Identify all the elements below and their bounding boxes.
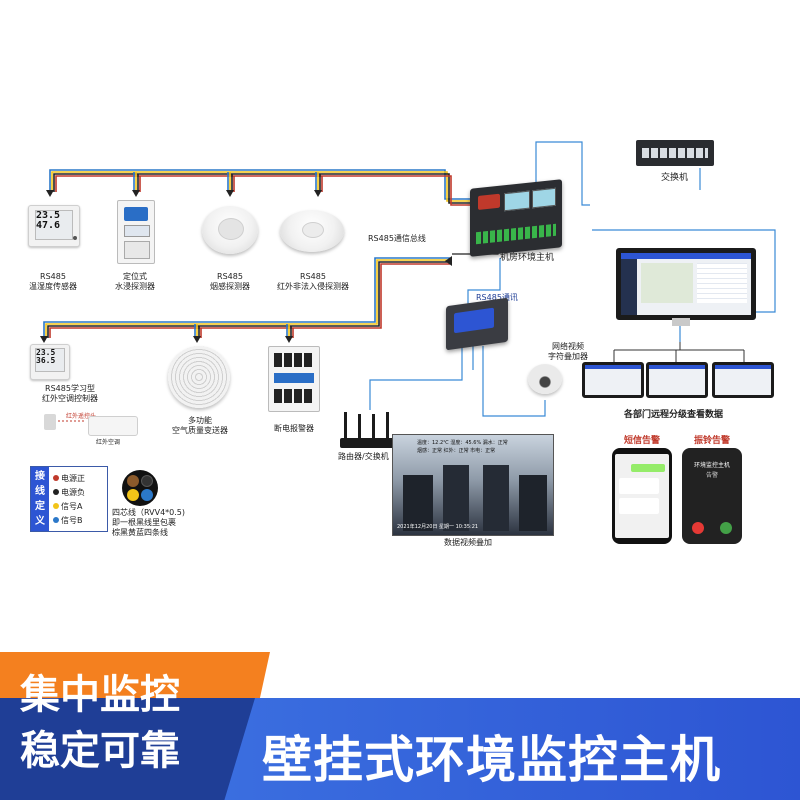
wiring-legend-title: 接 线 定 义 [31, 467, 49, 531]
call-title: 环境监控主机 [693, 462, 730, 469]
air-quality-transmitter-label: 多功能 空气质量变送器 [172, 416, 228, 435]
rs485-bus-top [49, 169, 470, 206]
temp-humidity-sensor: 23.5 47.6 [28, 205, 80, 247]
ptz-camera [528, 364, 562, 394]
ac-ir-controller: 23.5 36.5 [30, 344, 70, 380]
video-timestamp: 2021年12月20日 星期一 10:35:21 [397, 524, 479, 530]
monitor-stand [672, 318, 690, 326]
network-switch-label: 交换机 [661, 173, 689, 183]
accept-icon [720, 522, 732, 534]
banner-title: 壁挂式环境监控主机 [262, 731, 721, 789]
wiring-item-signal-b: 信号B [53, 514, 85, 528]
wiring-item-power-positive: 电源正 [53, 472, 85, 486]
controller-display: 23.5 36.5 [35, 348, 65, 372]
rs485-converter [446, 297, 508, 351]
infrared-intrusion-detector [280, 210, 344, 252]
banner-dark-blue [0, 698, 255, 800]
power-failure-alarm [268, 346, 320, 412]
smoke-detector [202, 206, 258, 254]
remote-monitor-2 [646, 362, 708, 398]
ac-ir-controller-label: RS485学习型 红外空调控制器 [42, 384, 98, 403]
sensor-reading-temp: 23.5 [36, 210, 61, 221]
decline-icon [692, 522, 704, 534]
router [340, 412, 394, 448]
remote-view-label: 各部门远程分级查看数据 [624, 410, 724, 420]
network-switch [636, 140, 714, 166]
air-conditioner [88, 416, 138, 436]
rs485-bus-bottom [43, 257, 450, 338]
water-leak-detector-label: 定位式 水浸探测器 [115, 272, 155, 291]
cable-description: 四芯线（RVV4*0.5) 即一根黑线里包裹 棕黑黄蓝四条线 [112, 508, 185, 537]
video-overlay-label-bottom: 数据视频叠加 [444, 538, 492, 547]
call-phone: 环境监控主机 告警 [682, 448, 742, 544]
wiring-item-signal-a: 信号A [53, 500, 85, 514]
banner-left-line1: 集中监控 [20, 672, 180, 718]
router-label: 路由器/交换机 [338, 452, 389, 461]
power-failure-alarm-label: 断电报警器 [274, 424, 314, 433]
banner-left-line2: 稳定可靠 [20, 728, 180, 774]
smoke-detector-label: RS485 烟感探测器 [210, 272, 250, 291]
cable-cross-section-icon [122, 470, 158, 506]
call-subtitle: 告警 [705, 472, 718, 479]
call-alarm-label: 振铃告警 [694, 436, 731, 446]
rs485-bus-label: RS485通信总线 [368, 234, 426, 243]
monitoring-software-screen [616, 248, 756, 320]
video-osd-line1: 温度：12.2℃ 湿度：45.6% 漏水：正常 [417, 440, 508, 446]
wiring-item-power-negative: 电源负 [53, 486, 85, 500]
rs485-comm-label: RS485通讯 [476, 293, 518, 302]
temp-humidity-sensor-label: RS485 温湿度传感器 [29, 272, 77, 291]
banner-blue [200, 698, 800, 800]
wiring-legend: 接 线 定 义 电源正 电源负 信号A 信号B [30, 466, 108, 532]
sensor-display: 23.5 47.6 [35, 210, 73, 240]
wiring-diagram [40, 141, 776, 422]
environment-host [470, 179, 562, 257]
remote-monitor-3 [712, 362, 774, 398]
video-overlay-label: 网络视频 字符叠加器 [548, 342, 588, 361]
video-overlay-picture: 温度：12.2℃ 湿度：45.6% 漏水：正常 烟感：正常 红外：正常 市电：正… [392, 434, 554, 536]
ir-probe-label: 红外遥控头 [66, 413, 97, 420]
sms-alarm-label: 短信告警 [624, 436, 661, 446]
video-osd-line2: 烟感：正常 红外：正常 市电：正常 [417, 448, 496, 454]
sensor-reading-hum: 47.6 [36, 220, 61, 231]
ir-probe [44, 414, 56, 430]
infrared-intrusion-detector-label: RS485 红外非法入侵探测器 [277, 272, 349, 291]
sms-phone [612, 448, 672, 544]
air-quality-transmitter [168, 346, 230, 408]
water-leak-detector [117, 200, 155, 264]
remote-monitor-1 [582, 362, 644, 398]
air-conditioner-label: 红外空调 [96, 439, 121, 446]
environment-host-label: 机房环境主机 [500, 253, 555, 263]
